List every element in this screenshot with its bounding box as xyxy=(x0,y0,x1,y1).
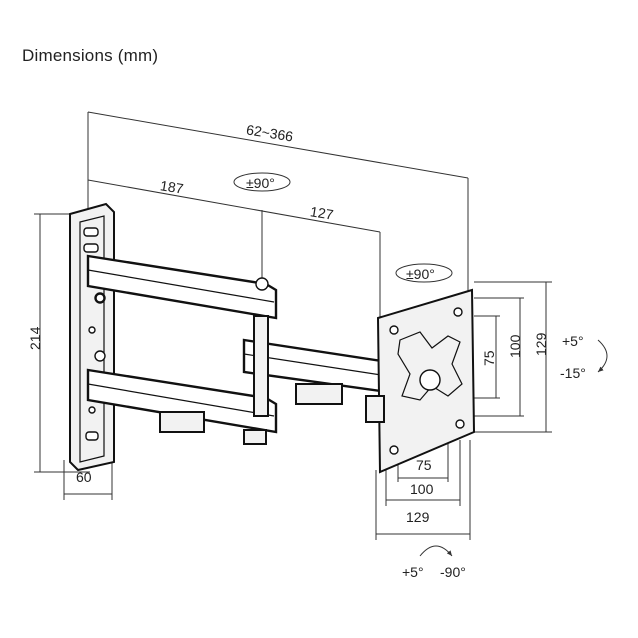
dim-vesa-v-75-label: 75 xyxy=(481,350,497,366)
dim-arm2-label: 127 xyxy=(309,203,335,222)
dim-wall-width-label: 60 xyxy=(76,469,92,485)
arm-swivel-arrow xyxy=(233,172,291,192)
dimension-lines xyxy=(34,111,552,540)
rotate-arrow xyxy=(419,545,453,557)
rotate-neg-label: -90° xyxy=(440,564,466,580)
arm-swivel-label: ±90° xyxy=(246,175,275,191)
tilt-up-label: +5° xyxy=(562,333,584,349)
dim-vesa-h-129-label: 129 xyxy=(406,509,430,525)
vesa-plate xyxy=(365,288,476,474)
arm-lower xyxy=(86,368,278,445)
page-title: Dimensions (mm) xyxy=(22,46,159,65)
wall-plate xyxy=(69,202,115,472)
dim-height-label: 214 xyxy=(27,326,43,350)
dim-vesa-h-75-label: 75 xyxy=(416,457,432,473)
dim-vesa-v-129-label: 129 xyxy=(533,332,549,356)
dim-vesa-v-100-label: 100 xyxy=(507,334,523,358)
dim-vesa-h-100-label: 100 xyxy=(410,481,434,497)
tilt-down-label: -15° xyxy=(560,365,586,381)
dim-reach-label: 62~366 xyxy=(245,121,294,144)
rotate-pos-label: +5° xyxy=(402,564,424,580)
dim-arm1-label: 187 xyxy=(159,177,185,196)
head-swivel-arrow xyxy=(395,263,453,283)
arm-upper xyxy=(86,254,278,320)
head-swivel-label: ±90° xyxy=(406,266,435,282)
arm-front xyxy=(95,293,390,417)
tilt-arrow xyxy=(597,339,608,373)
